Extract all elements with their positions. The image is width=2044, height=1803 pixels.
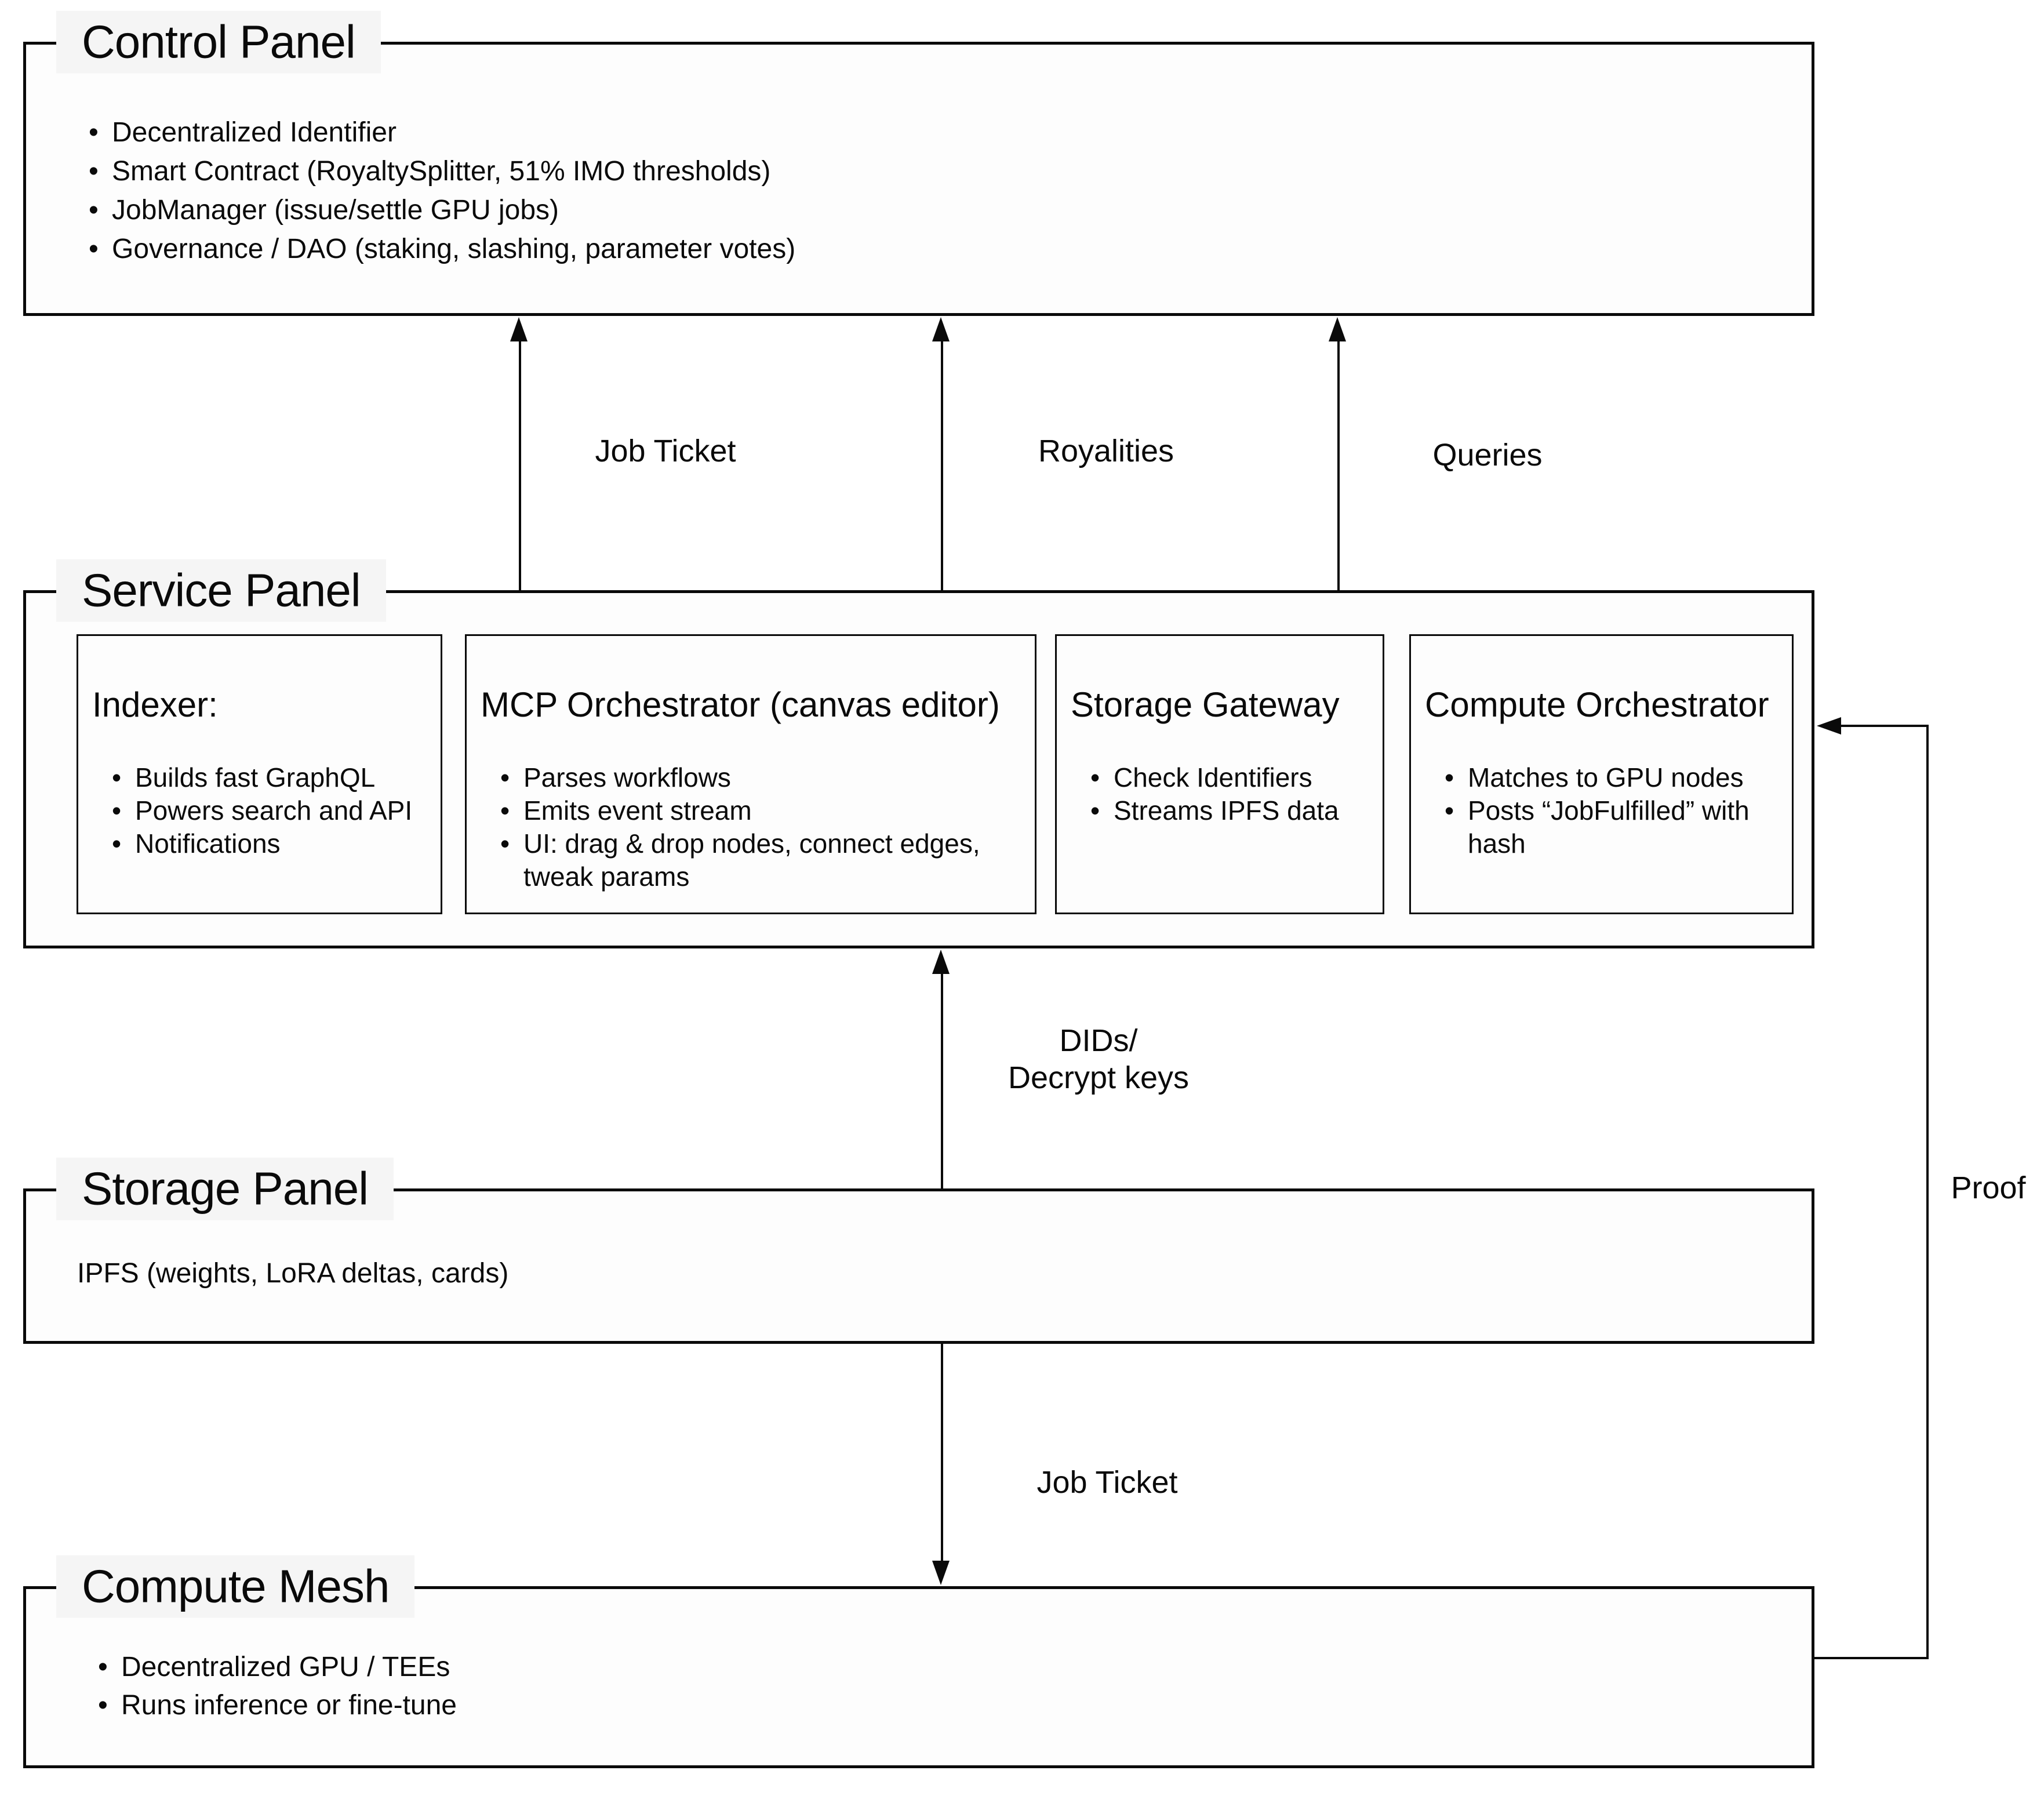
list-item: Runs inference or fine-tune	[98, 1686, 1756, 1725]
list-item: Smart Contract (RoyaltySplitter, 51% IMO…	[89, 152, 1747, 191]
edge-label-dids: DIDs/ Decrypt keys	[1008, 1022, 1190, 1096]
mcp-bullet-list: Parses workflows Emits event stream UI: …	[500, 761, 1023, 893]
list-item: Notifications	[112, 827, 429, 860]
list-item: Posts “JobFulfilled” with hash	[1445, 794, 1780, 860]
proof-line-vertical-segment	[1926, 725, 1929, 1659]
control-bullet-list: Decentralized Identifier Smart Contract …	[89, 113, 1747, 268]
edge-label-dids-line1: DIDs/	[1059, 1023, 1138, 1058]
panel-storage: Storage Panel IPFS (weights, LoRA deltas…	[23, 1157, 1814, 1344]
list-item: Decentralized GPU / TEEs	[98, 1648, 1756, 1686]
list-item: Decentralized Identifier	[89, 113, 1747, 152]
box-compute-orchestrator: Compute Orchestrator Matches to GPU node…	[1409, 634, 1794, 914]
panel-service: Service Panel Indexer: Builds fast Graph…	[23, 559, 1814, 948]
arrow-job-ticket-up	[519, 340, 521, 590]
list-item: UI: drag & drop nodes, connect edges, tw…	[500, 827, 1023, 893]
arrow-royalities-up	[941, 340, 943, 590]
compute-mesh-bullet-list: Decentralized GPU / TEEs Runs inference …	[98, 1648, 1756, 1725]
panel-storage-title: Storage Panel	[56, 1157, 394, 1220]
edge-label-job-ticket: Job Ticket	[595, 432, 736, 470]
indexer-bullet-list: Builds fast GraphQL Powers search and AP…	[112, 761, 429, 860]
panel-compute-mesh: Compute Mesh Decentralized GPU / TEEs Ru…	[23, 1555, 1814, 1768]
compute-orchestrator-bullet-list: Matches to GPU nodes Posts “JobFulfilled…	[1445, 761, 1780, 860]
edge-label-dids-line2: Decrypt keys	[1008, 1060, 1190, 1095]
arrowhead-up-icon	[1329, 317, 1346, 341]
list-item: Check Identifiers	[1090, 761, 1371, 794]
arrowhead-up-icon	[932, 950, 950, 974]
box-storage-gateway-title: Storage Gateway	[1071, 685, 1340, 724]
edge-label-proof: Proof	[1951, 1169, 2026, 1206]
list-item: Governance / DAO (staking, slashing, par…	[89, 230, 1747, 268]
box-storage-gateway: Storage Gateway Check Identifiers Stream…	[1055, 634, 1384, 914]
proof-line-top-segment	[1838, 725, 1929, 727]
list-item: Streams IPFS data	[1090, 794, 1371, 827]
storage-body-text: IPFS (weights, LoRA deltas, cards)	[77, 1258, 509, 1289]
arrow-dids-up	[941, 973, 943, 1188]
box-mcp-orchestrator-title: MCP Orchestrator (canvas editor)	[481, 685, 1000, 724]
panel-service-title: Service Panel	[56, 559, 386, 622]
storage-gateway-bullet-list: Check Identifiers Streams IPFS data	[1090, 761, 1371, 827]
edge-label-royalities: Royalities	[1038, 432, 1174, 470]
list-item: Parses workflows	[500, 761, 1023, 794]
box-mcp-orchestrator: MCP Orchestrator (canvas editor) Parses …	[465, 634, 1036, 914]
panel-control-title: Control Panel	[56, 10, 381, 74]
arrow-queries-up	[1337, 340, 1340, 590]
panel-compute-mesh-title: Compute Mesh	[56, 1555, 415, 1618]
edge-label-queries: Queries	[1432, 437, 1543, 474]
arrowhead-up-icon	[932, 317, 950, 341]
edge-label-job-ticket-bottom: Job Ticket	[1036, 1464, 1178, 1501]
arrow-job-ticket-down	[941, 1344, 943, 1563]
list-item: Emits event stream	[500, 794, 1023, 827]
box-compute-orchestrator-title: Compute Orchestrator	[1425, 685, 1769, 724]
proof-line-bottom-segment	[1814, 1657, 1929, 1659]
list-item: Powers search and API	[112, 794, 429, 827]
arrowhead-up-icon	[510, 317, 528, 341]
list-item: Builds fast GraphQL	[112, 761, 429, 794]
list-item: Matches to GPU nodes	[1445, 761, 1780, 794]
panel-control: Control Panel Decentralized Identifier S…	[23, 10, 1814, 316]
list-item: JobManager (issue/settle GPU jobs)	[89, 191, 1747, 230]
box-indexer-title: Indexer:	[92, 685, 218, 724]
arrowhead-down-icon	[932, 1561, 950, 1585]
arrowhead-left-icon	[1817, 717, 1841, 735]
box-indexer: Indexer: Builds fast GraphQL Powers sear…	[77, 634, 442, 914]
